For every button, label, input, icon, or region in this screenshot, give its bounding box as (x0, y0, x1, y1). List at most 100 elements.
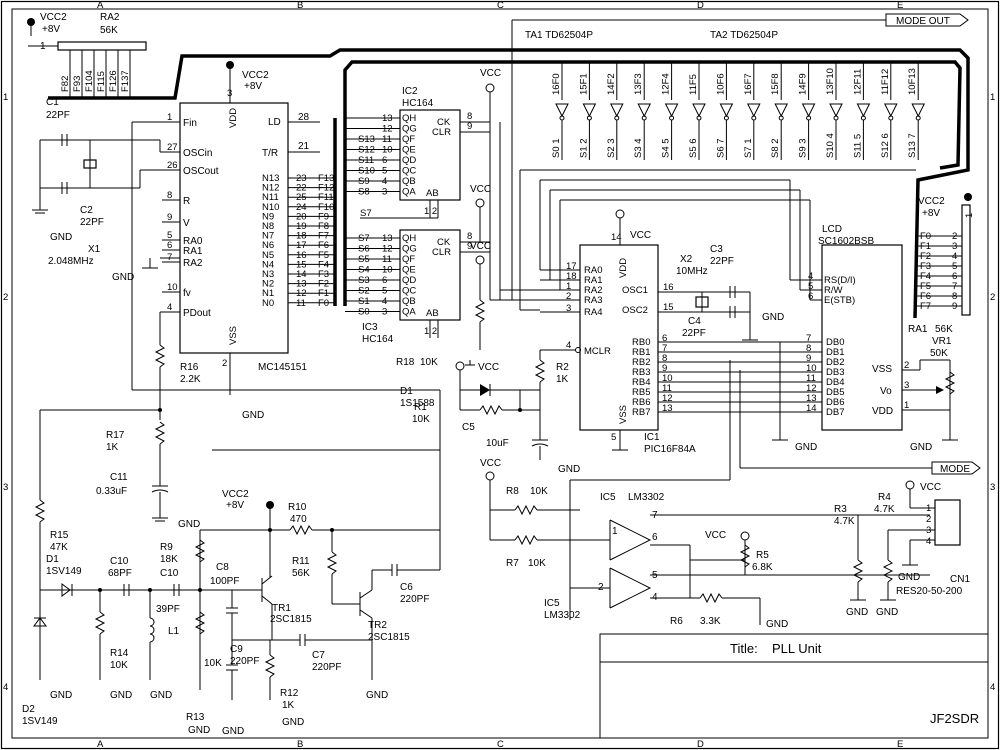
ic1-left-num: 17 (566, 261, 577, 272)
svg-text:5: 5 (611, 432, 616, 443)
mc-right-pin-num: 18 (296, 231, 307, 242)
ic1-right-num: 8 (662, 353, 667, 364)
grid-col-label: A (97, 0, 104, 11)
ic3-out-name: QA (402, 307, 416, 318)
svg-text:GND: GND (50, 690, 72, 701)
mc-right-pin-num: 19 (296, 221, 307, 232)
svg-text:C9: C9 (230, 644, 243, 655)
svg-text:CLR: CLR (432, 127, 451, 138)
svg-text:R16: R16 (180, 362, 199, 373)
svg-text:R8: R8 (506, 486, 519, 497)
ic3-out-num: 10 (382, 265, 393, 276)
lcd-vss-num: 2 (904, 360, 909, 371)
ta-col-top-label: 14F9 (798, 73, 809, 95)
mc-left-pin-num: 6 (167, 240, 172, 251)
ra2-pin-label: F137 (120, 70, 131, 92)
mclr-network: VCC D1 1S1588 R1 10K R2 1K C5 10uF (400, 350, 569, 460)
ic3-out-num: 12 (382, 244, 393, 255)
ta-col-top-label: 13F10 (825, 68, 836, 95)
ra1-row-net: F4 (920, 271, 931, 282)
svg-text:56K: 56K (292, 568, 310, 579)
mc-right-pin-name: N2 (262, 279, 274, 290)
ta-col-bot-label: S12 6 (880, 133, 891, 158)
mc-right-pin-num: 20 (296, 211, 307, 222)
svg-text:TR1: TR1 (272, 603, 291, 614)
mc-left-pin-name: RA0 (183, 236, 203, 247)
mc-right-pin-name: N10 (262, 202, 279, 213)
ic2-hc164: IC2 HC164 QH13QG12QF11S13QE10S12QD6S11QC… (345, 86, 490, 219)
svg-text:4.7K: 4.7K (834, 516, 855, 527)
svg-text:R13: R13 (186, 712, 205, 723)
ta-col-bot-label: S7 1 (743, 138, 754, 158)
lcd-vo-num: 3 (904, 380, 909, 391)
ic1-right-name: RB3 (632, 367, 650, 378)
svg-text:CK: CK (437, 117, 451, 128)
mc-right-pin-net: F5 (318, 250, 329, 261)
svg-text:1: 1 (964, 213, 975, 218)
mc-left-pin-num: 1 (167, 112, 172, 123)
grid-row-label: 2 (990, 292, 995, 303)
ic3-out-net: S7 (358, 233, 370, 244)
svg-text:CN1: CN1 (950, 574, 970, 585)
lcd-db-num: 10 (806, 363, 817, 374)
ic1-left-name: RA1 (584, 275, 602, 286)
svg-text:R4: R4 (878, 492, 891, 503)
svg-text:4: 4 (566, 340, 571, 351)
mc-right-pin-num: 23 (296, 173, 307, 184)
svg-text:VCC: VCC (470, 184, 491, 195)
ic3-out-name: QB (402, 296, 416, 307)
lcd-db-name: DB5 (826, 387, 844, 398)
svg-text:1 2: 1 2 (424, 326, 437, 337)
svg-text:21: 21 (298, 141, 310, 152)
mc-right-pin-net: F13 (318, 173, 334, 184)
svg-text:MC145151: MC145151 (258, 362, 307, 373)
svg-text:IC5: IC5 (544, 598, 560, 609)
svg-text:2SC1815: 2SC1815 (270, 614, 312, 625)
lcd-db-name: DB1 (826, 347, 844, 358)
svg-text:9: 9 (467, 121, 472, 132)
svg-text:10uF: 10uF (486, 438, 509, 449)
ta-inverter (555, 103, 569, 118)
lcd-ctrl-num: 4 (808, 271, 813, 282)
author: JF2SDR (930, 711, 979, 726)
mc-right-pin-num: 12 (296, 288, 307, 299)
mc-left-pin-num: 27 (167, 142, 178, 153)
ic3-out-name: QG (402, 244, 417, 255)
svg-text:CLR: CLR (432, 247, 451, 258)
mc-right-pin-name: N1 (262, 288, 274, 299)
mc-left-pin-num: 8 (167, 190, 172, 201)
svg-text:VCC2: VCC2 (222, 489, 249, 500)
svg-text:R11: R11 (292, 556, 310, 567)
svg-text:8: 8 (467, 111, 472, 122)
svg-text:6: 6 (652, 532, 658, 543)
svg-text:GND: GND (150, 690, 172, 701)
ta-col-top-label: 10F13 (907, 68, 918, 95)
lcd-ctrl-num: 6 (808, 291, 813, 302)
ic1-right-num: 9 (662, 363, 667, 374)
x2-osc: X2 10MHz C3 22PF GND C4 22PF (676, 244, 784, 341)
ic1-right-name: RB1 (632, 347, 650, 358)
ic1-left-num: 3 (566, 303, 571, 314)
svg-text:2.2K: 2.2K (180, 374, 201, 385)
svg-text:470: 470 (290, 514, 307, 525)
title-value: PLL Unit (772, 641, 822, 656)
svg-text:10MHz: 10MHz (676, 266, 708, 277)
ic3-out-name: QE (402, 265, 416, 276)
mc-left-pin-num: 26 (167, 160, 178, 171)
ta-col-top-label: 16F0 (551, 73, 562, 95)
lcd-db-num: 12 (806, 383, 817, 394)
ic3-out-net: S6 (358, 244, 370, 255)
ic2-out-num: 5 (382, 166, 387, 177)
svg-text:IC3: IC3 (362, 322, 378, 333)
ic3-out-name: QH (402, 233, 416, 244)
mc-left-pin-name: fv (183, 288, 191, 299)
ra2-pin-label: F115 (96, 71, 107, 92)
ta-col-top-label: 14F2 (606, 73, 617, 95)
svg-text:VCC2: VCC2 (40, 12, 67, 23)
svg-text:+8V: +8V (922, 208, 940, 219)
mc-right-pin-num: 13 (296, 279, 307, 290)
svg-text:VR1: VR1 (932, 336, 952, 347)
mc-right-pin-net: F0 (318, 298, 329, 309)
ic2-out-num: 11 (382, 134, 392, 145)
